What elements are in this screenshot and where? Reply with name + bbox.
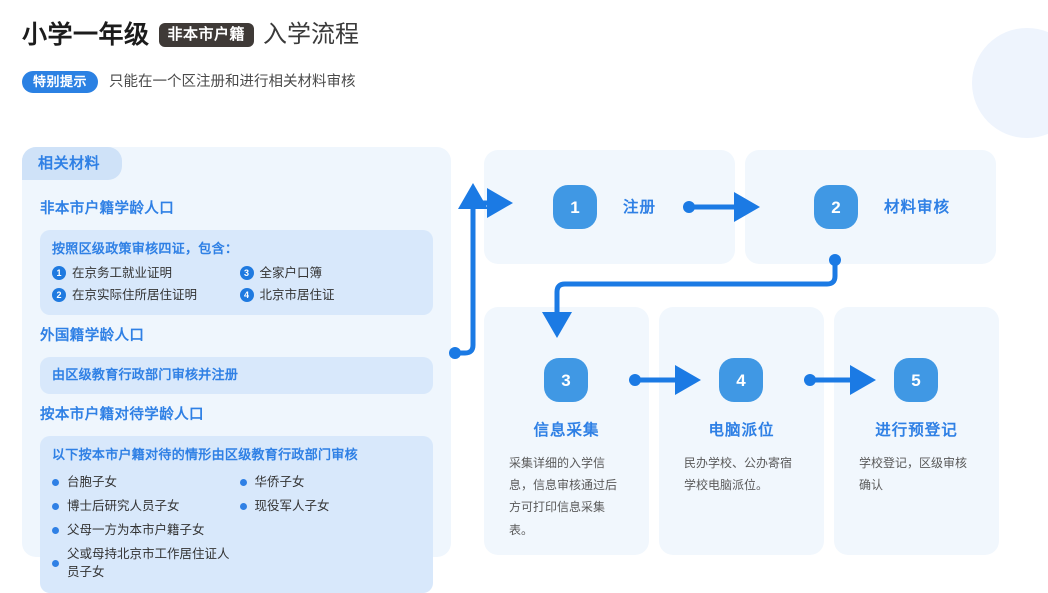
page-header: 小学一年级 非本市户籍 入学流程 特别提示 只能在一个区注册和进行相关材料审核 bbox=[22, 18, 662, 93]
step-description-5: 学校登记，区级审核确认 bbox=[859, 456, 968, 493]
connector-materials-to-step1 bbox=[449, 183, 513, 359]
step-label-5: 进行预登记 bbox=[875, 422, 958, 439]
list-item: 4 北京市居住证 bbox=[239, 286, 422, 305]
flow-connectors bbox=[449, 183, 876, 395]
list-item-label: 台胞子女 bbox=[67, 475, 118, 490]
title-tail-text: 入学流程 bbox=[263, 21, 360, 48]
connector-step3-to-step4 bbox=[629, 365, 701, 395]
list-item-label: 父或母持北京市工作居住证人员子女 bbox=[67, 546, 230, 580]
step-label-4: 电脑派位 bbox=[708, 422, 775, 439]
step-card-4[interactable] bbox=[659, 307, 824, 555]
number-badge-icon: 3 bbox=[239, 266, 254, 281]
title-category-badge: 非本市户籍 bbox=[158, 23, 255, 47]
list-item: 台胞子女 bbox=[52, 473, 234, 492]
list-item: 现役军人子女 bbox=[239, 497, 422, 516]
list-item: 博士后研究人员子女 bbox=[52, 497, 234, 516]
materials-box-four-certs: 按照区级政策审核四证，包含： 1 在京务工就业证明 3 全家户口簿 2 在京实际… bbox=[40, 229, 433, 316]
box-title-treated-local: 以下按本市户籍对待的情形由区级教育行政部门审核 bbox=[52, 447, 358, 463]
materials-tab-label: 相关材料 bbox=[22, 147, 123, 180]
step-card-3[interactable] bbox=[484, 307, 649, 555]
list-item-label: 父母一方为本市户籍子女 bbox=[67, 522, 205, 537]
connector-step4-to-step5 bbox=[804, 365, 876, 395]
step-description-4: 民办学校、公办寄宿学校电脑派位。 bbox=[684, 456, 793, 493]
section-title-foreign: 外国籍学龄人口 bbox=[40, 328, 145, 345]
flow-chart: 1 2 3 4 5 注册 材料审核 信息采集 电脑派位 进行预登记 采集详细的入… bbox=[449, 140, 1040, 565]
list-item-label: 全家户口簿 bbox=[259, 265, 323, 280]
bullet-dot-icon bbox=[52, 479, 59, 487]
step-card-5[interactable] bbox=[834, 307, 999, 555]
treated-local-list: 台胞子女 华侨子女 博士后研究人员子女 现役军人子女 bbox=[52, 473, 421, 582]
list-item: 父或母持北京市工作居住证人员子女 bbox=[52, 545, 234, 583]
materials-box-treated-local: 以下按本市户籍对待的情形由区级教育行政部门审核 台胞子女 华侨子女 博士后研究人… bbox=[40, 436, 433, 593]
bullet-dot-icon bbox=[239, 479, 247, 487]
tip-text: 只能在一个区注册和进行相关材料审核 bbox=[109, 73, 356, 90]
list-item-label: 现役军人子女 bbox=[254, 499, 330, 514]
number-badge-icon: 2 bbox=[52, 288, 66, 303]
page-root: 小学一年级 非本市户籍 入学流程 特别提示 只能在一个区注册和进行相关材料审核 … bbox=[22, 18, 1040, 593]
section-title-treated-local: 按本市户籍对待学龄人口 bbox=[40, 407, 204, 424]
bullet-dot-icon bbox=[239, 502, 247, 510]
box-line-foreign: 由区级教育行政部门审核并注册 bbox=[52, 367, 239, 383]
list-item-label: 在京务工就业证明 bbox=[72, 265, 173, 280]
list-item-label: 博士后研究人员子女 bbox=[67, 499, 180, 514]
step-number-badge-4: 4 bbox=[719, 358, 763, 402]
number-badge-icon: 4 bbox=[239, 288, 254, 303]
list-item: 3 全家户口簿 bbox=[239, 264, 422, 283]
bullet-dot-icon bbox=[52, 559, 59, 567]
step-number-badge-3: 3 bbox=[544, 358, 588, 402]
list-item: 2 在京实际住所居住证明 bbox=[52, 286, 234, 305]
list-item-spacer bbox=[240, 521, 422, 540]
connector-step1-to-step2 bbox=[683, 192, 760, 222]
step-description-3: 采集详细的入学信息，信息审核通过后方可打印信息采集表。 bbox=[509, 456, 618, 537]
list-item: 父母一方为本市户籍子女 bbox=[52, 521, 234, 540]
list-item-label: 在京实际住所居住证明 bbox=[72, 287, 198, 302]
box-title-four-certs: 按照区级政策审核四证，包含： bbox=[52, 240, 239, 256]
materials-box-foreign: 由区级教育行政部门审核并注册 bbox=[40, 357, 433, 395]
section-title-non-local: 非本市户籍学龄人口 bbox=[40, 201, 175, 217]
number-badge-icon: 1 bbox=[52, 266, 66, 281]
step-card-2[interactable] bbox=[745, 150, 996, 264]
materials-body: 非本市户籍学龄人口 按照区级政策审核四证，包含： 1 在京务工就业证明 3 全家… bbox=[22, 188, 451, 593]
title-main-text: 小学一年级 bbox=[22, 20, 150, 49]
tip-row: 特别提示 只能在一个区注册和进行相关材料审核 bbox=[22, 71, 662, 93]
four-certs-list: 1 在京务工就业证明 3 全家户口簿 2 在京实际住所居住证明 4 北京市居住证 bbox=[52, 264, 421, 305]
list-item: 1 在京务工就业证明 bbox=[52, 264, 234, 283]
tip-badge: 特别提示 bbox=[22, 71, 99, 93]
step-label-3: 信息采集 bbox=[533, 422, 600, 439]
step-number-badge-2: 2 bbox=[814, 185, 858, 229]
bullet-dot-icon bbox=[52, 526, 59, 534]
list-item-label: 北京市居住证 bbox=[259, 287, 335, 302]
step-number-badge-1: 1 bbox=[553, 185, 597, 229]
step-label-1: 注册 bbox=[623, 199, 657, 216]
step-label-2: 材料审核 bbox=[884, 199, 951, 216]
list-item: 华侨子女 bbox=[239, 473, 422, 492]
materials-panel: 相关材料 非本市户籍学龄人口 按照区级政策审核四证，包含： 1 在京务工就业证明… bbox=[22, 147, 451, 593]
bullet-dot-icon bbox=[52, 502, 59, 510]
step-number-badge-5: 5 bbox=[894, 358, 938, 402]
connector-step2-to-step3 bbox=[542, 254, 841, 338]
list-item-label: 华侨子女 bbox=[254, 475, 305, 490]
page-title: 小学一年级 非本市户籍 入学流程 bbox=[22, 18, 662, 52]
